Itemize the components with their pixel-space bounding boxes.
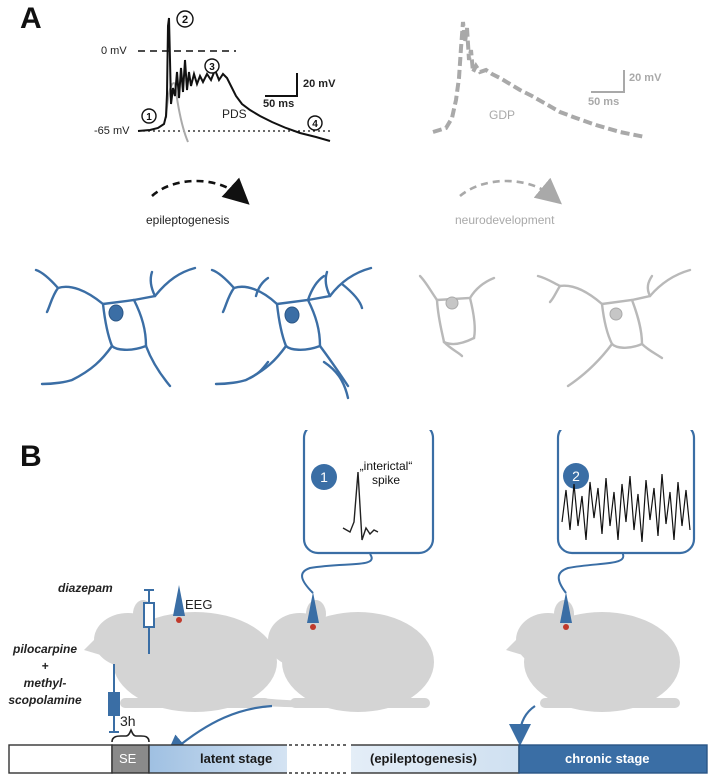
pilocarpine-syringe: [108, 664, 120, 733]
gray-scale-x-label: 50 ms: [588, 96, 620, 108]
neurodevelopment-arrow: [459, 177, 562, 205]
inset-2-number: 2: [572, 468, 580, 484]
gray-nucleus-1: [445, 296, 459, 310]
blue-neuron-2: [210, 266, 373, 400]
inset-2-number-circle: [563, 463, 589, 489]
eeg-electrode-3: [560, 592, 572, 630]
gdp-label: GDP: [489, 108, 516, 122]
marker-1-text: 1: [146, 112, 152, 123]
inset-1-number: 1: [320, 469, 328, 485]
inset-1-box: [302, 430, 435, 555]
inset-2-box: [556, 430, 696, 555]
marker-4: 4: [307, 115, 323, 131]
inset-1-text-line2: spike: [372, 473, 400, 487]
timeline-gap: [287, 743, 351, 775]
epileptogenesis-arrow: [151, 177, 250, 205]
panel-b-drawing: 1 „interictal“ spike 2: [8, 430, 708, 775]
marker-4-text: 4: [312, 119, 318, 130]
eeg-cable-1: [301, 553, 373, 594]
scale-bar-gray: [591, 70, 625, 93]
marker-2-text: 2: [182, 14, 188, 26]
epileptogenesis-stage-label: (epileptogenesis): [370, 751, 477, 766]
eeg-electrode-1: [173, 585, 185, 623]
seizure-trace: [561, 473, 691, 543]
marker-3: 3: [204, 58, 220, 74]
eeg-cable-2: [557, 551, 625, 594]
eeg-electrode-2: [307, 592, 319, 630]
se-label: SE: [119, 751, 137, 766]
pilocarpine-cocktail-label: pilocarpine + methyl- scopolamine: [5, 641, 85, 709]
gray-neuron-1: [418, 274, 496, 358]
blue-neuron-1: [34, 266, 197, 388]
rat-silhouette-3: [506, 600, 680, 712]
diazepam-label: diazepam: [58, 581, 113, 595]
epileptogenesis-label: epileptogenesis: [146, 213, 230, 227]
rat-silhouette-2: [258, 600, 434, 712]
pds-label: PDS: [222, 107, 247, 121]
timeline-pre: [8, 744, 113, 774]
scale-bar-black: [265, 73, 298, 97]
chronic-stage-label: chronic stage: [565, 751, 650, 766]
duration-label: 3h: [120, 713, 136, 729]
panel-a-label: A: [20, 2, 42, 35]
rest-mv-label: -65 mV: [94, 125, 130, 137]
latent-stage-label: latent stage: [200, 751, 273, 766]
black-scale-y-label: 20 mV: [303, 78, 336, 90]
neurodevelopment-label: neurodevelopment: [455, 213, 555, 227]
inset-1-number-circle: [311, 464, 337, 490]
marker-3-text: 3: [209, 62, 215, 73]
diazepam-syringe: [143, 589, 155, 654]
interictal-spike-trace: [342, 471, 379, 541]
pds-trace: [137, 17, 331, 142]
zero-mv-label: 0 mV: [101, 45, 127, 57]
black-scale-x-label: 50 ms: [263, 98, 295, 110]
timeline-chronic: [518, 744, 708, 774]
underlying-trace: [165, 82, 189, 143]
pilocarpine-label: pilocarpine: [12, 642, 77, 656]
chronic-stage-arrow: [509, 705, 536, 746]
latent-stage-arrow: [165, 704, 273, 758]
blue-nucleus-2: [284, 306, 300, 324]
methyl-label: methyl-: [23, 676, 67, 690]
marker-2: 2: [176, 10, 194, 28]
panel-b-label: B: [20, 440, 42, 473]
scopolamine-label: scopolamine: [8, 693, 82, 707]
eeg-label: EEG: [185, 597, 213, 612]
blue-nucleus-1: [108, 304, 124, 322]
marker-1: 1: [141, 108, 157, 124]
gray-neuron-2: [536, 268, 692, 388]
plus-label: +: [41, 659, 49, 673]
gray-nucleus-2: [609, 307, 623, 321]
inset-1-text-line1: „interictal“: [360, 459, 413, 473]
panel-a-drawing: 1 2 3 4: [34, 10, 692, 400]
gray-scale-y-label: 20 mV: [629, 72, 662, 84]
gdp-trace: [432, 21, 646, 139]
duration-brace: [111, 728, 150, 743]
